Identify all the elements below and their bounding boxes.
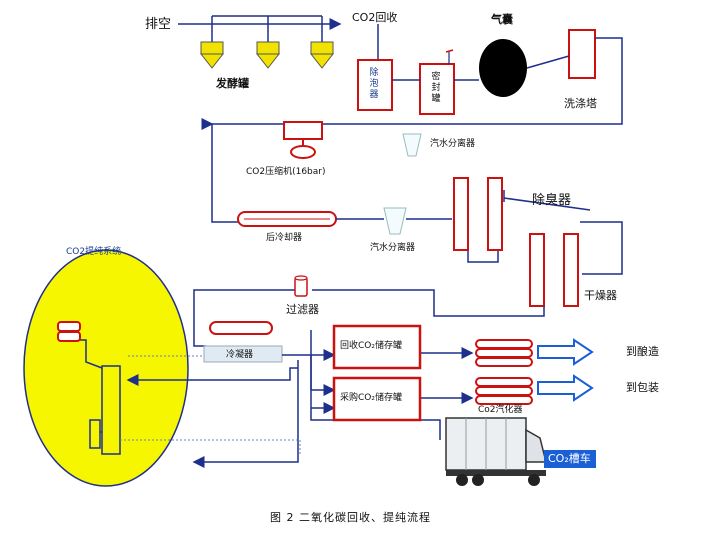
fermenter-1	[199, 41, 225, 69]
deodorizer-label: 除臭器	[532, 193, 572, 208]
separator-1-label: 汽水分离器	[430, 139, 476, 149]
purchased-tank-box	[332, 376, 422, 422]
recovered-tank-label: 回收CO₂储存罐	[340, 341, 402, 351]
figure-caption: 图 2 二氧化碳回收、提纯流程	[270, 511, 431, 524]
to-brewing-label: 到酿造	[626, 345, 659, 358]
aftercooler-label: 后冷却器	[266, 233, 303, 243]
scrubber-label: 洗涤塔	[564, 97, 597, 110]
to-packaging-label: 到包装	[626, 381, 659, 394]
tanker-label-box	[544, 450, 596, 468]
purification-system-label: CO2提纯系统	[66, 247, 122, 257]
dryer-label: 干燥器	[584, 289, 617, 302]
foam-remover-box	[357, 59, 393, 111]
separator-2-label: 汽水分离器	[370, 243, 416, 253]
scrubber-box	[568, 29, 596, 79]
gas-bag-label: 气囊	[491, 13, 513, 26]
gas-bag-shape	[479, 39, 527, 97]
condenser-box	[203, 345, 283, 363]
fermenter-header-lines	[178, 15, 379, 60]
filter-label: 过滤器	[286, 303, 319, 316]
water-seal-box	[419, 63, 455, 115]
fermenter-2	[255, 41, 281, 69]
separator-2-shape	[383, 207, 407, 235]
vent-label: 排空	[145, 17, 172, 32]
purification-top-unit	[57, 321, 81, 342]
dryer-column-2	[563, 233, 579, 307]
deodorizer-column-2	[487, 177, 503, 251]
vaporizer-upper	[475, 339, 533, 367]
fermenters-label: 发酵罐	[216, 77, 249, 90]
recovered-tank-box	[332, 324, 422, 370]
vaporizer-lower	[475, 377, 533, 405]
tanker-truck	[445, 417, 547, 486]
purification-equipment	[72, 339, 121, 455]
compressor-label: CO2压缩机(16bar)	[246, 167, 326, 177]
dryer-column-1	[529, 233, 545, 307]
fermenter-3	[309, 41, 335, 69]
vaporizer-label: Co2汽化器	[478, 405, 523, 415]
fermenter-tanks	[199, 41, 335, 69]
condenser-top-coil	[209, 321, 273, 335]
output-arrow-brewing	[537, 338, 594, 366]
top-flow-lines	[211, 37, 623, 223]
mid-flow-lines	[336, 190, 623, 275]
deodorizer-column-1	[453, 177, 469, 251]
filter-shape	[294, 275, 308, 297]
dryer-return-line	[193, 289, 545, 347]
purchased-tank-label: 采购CO₂储存罐	[340, 393, 402, 403]
condenser-label: 冷凝器	[226, 350, 254, 360]
water-seal-label: 密封罐	[431, 72, 441, 104]
dotted-lines	[120, 355, 301, 456]
co2-recovery-label: CO2回收	[352, 11, 398, 24]
separator-1-shape	[402, 133, 422, 157]
output-arrow-packaging	[537, 374, 594, 402]
tanker-label: CO₂槽车	[548, 452, 591, 465]
foam-remover-label: 除泡器	[369, 68, 379, 100]
compressor-shape	[283, 121, 323, 159]
